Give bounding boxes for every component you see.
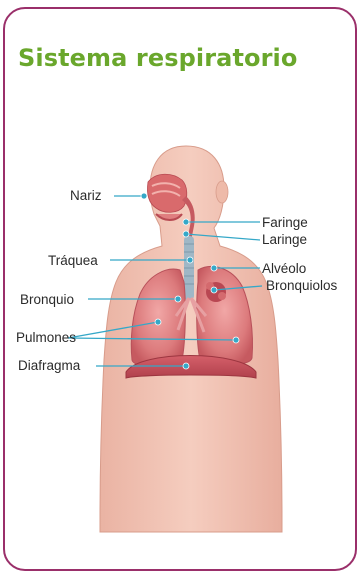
label-bronquiolos: Bronquiolos <box>266 278 338 293</box>
label-nariz: Nariz <box>70 188 102 203</box>
marker-bronquiolos <box>211 287 217 293</box>
marker-alveolo <box>211 265 217 271</box>
marker-faringe <box>183 219 189 225</box>
label-faringe: Faringe <box>262 215 308 230</box>
label-laringe: Laringe <box>262 232 307 247</box>
ear <box>216 181 228 203</box>
label-pulmones: Pulmones <box>16 330 76 345</box>
marker-traquea <box>187 257 193 263</box>
label-diafragma: Diafragma <box>18 358 81 373</box>
marker-pulmones-left <box>155 319 161 325</box>
marker-bronquio <box>175 296 181 302</box>
alveolus-bubble <box>218 292 226 300</box>
label-alveolo: Alvéolo <box>262 261 306 276</box>
label-bronquio: Bronquio <box>20 292 74 307</box>
marker-laringe <box>183 231 189 237</box>
label-traquea: Tráquea <box>48 253 98 268</box>
marker-nariz <box>141 193 147 199</box>
marker-pulmones-right <box>233 337 239 343</box>
marker-diafragma <box>183 363 189 369</box>
